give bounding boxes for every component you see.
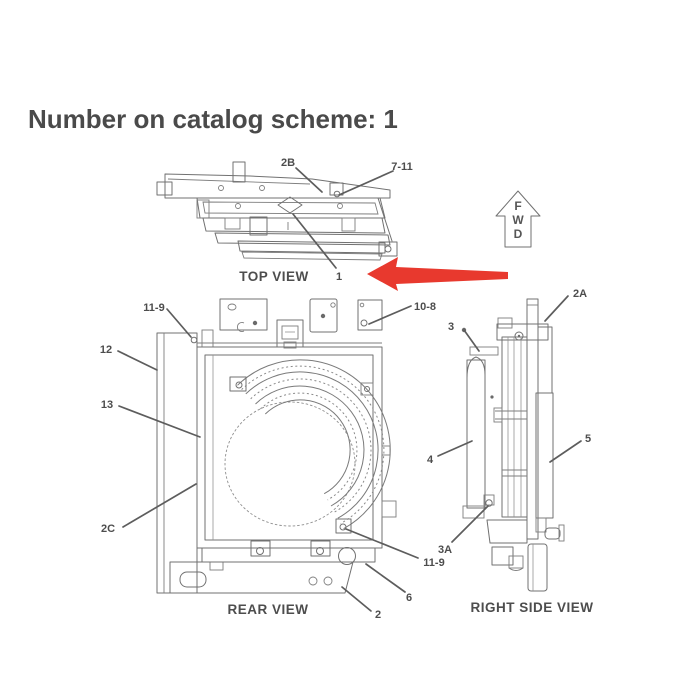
part-label-3a: 3A: [438, 544, 452, 556]
part-label-6: 6: [406, 592, 412, 604]
fwd-letter-f: F: [514, 199, 521, 213]
part-label-12: 12: [100, 344, 112, 356]
part-label-3: 3: [448, 321, 454, 333]
page-title: Number on catalog scheme: 1: [28, 104, 398, 134]
top-view-leader-lines: [292, 167, 394, 269]
part-label-2: 2: [375, 609, 381, 621]
rear-view-caption: REAR VIEW: [227, 602, 308, 617]
rear-view-drawing: 11-9 10-8 12 13 2C 11-9 6 2 REAR VIEW: [100, 298, 445, 621]
part-label-5: 5: [585, 433, 591, 445]
top-view-caption: TOP VIEW: [239, 269, 309, 284]
part-label-7-11: 7-11: [391, 161, 412, 173]
part-label-1: 1: [336, 271, 342, 283]
rear-view-leader-lines: [117, 305, 419, 612]
part-label-2c: 2C: [101, 523, 115, 535]
part-label-2a: 2A: [573, 288, 587, 300]
fwd-letter-d: D: [514, 227, 523, 241]
fwd-letter-w: W: [512, 213, 524, 227]
part-label-2b: 2B: [281, 157, 295, 169]
part-label-4: 4: [427, 454, 434, 466]
part-label-11-9-top: 11-9: [143, 302, 164, 314]
top-view-drawing: 2B 7-11 1 TOP VIEW: [156, 157, 413, 284]
red-pointer-arrow: [367, 257, 508, 291]
part-label-11-9-bottom: 11-9: [423, 557, 444, 569]
right-view-leader-lines: [437, 295, 582, 543]
right-side-view-caption: RIGHT SIDE VIEW: [470, 600, 593, 615]
right-side-view-drawing: 2A 3 5 4 3A RIGHT SIDE VIEW: [427, 288, 593, 615]
part-label-13: 13: [101, 399, 113, 411]
fwd-direction-marker: F W D: [495, 190, 541, 248]
part-label-10-8: 10-8: [414, 301, 436, 313]
